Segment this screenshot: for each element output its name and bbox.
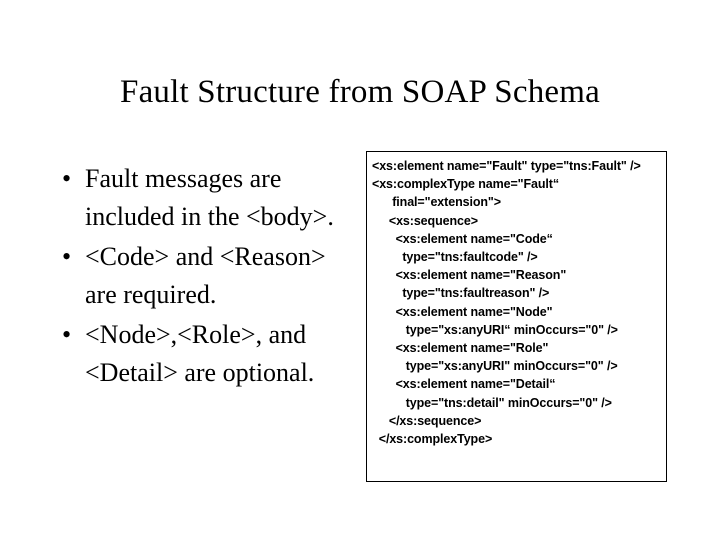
list-item: • <Node>,<Role>, and <Detail> are option…	[57, 316, 357, 392]
code-line: type="xs:anyURI“ minOccurs="0" />	[372, 322, 618, 337]
bullet-marker-icon: •	[62, 164, 72, 193]
list-item-label: Fault messages are included in the <body…	[85, 164, 334, 231]
bullet-list: • Fault messages are included in the <bo…	[57, 160, 357, 394]
code-line: <xs:element name="Code“	[372, 231, 553, 246]
code-line: <xs:sequence>	[372, 213, 478, 228]
code-line: <xs:element name="Reason"	[372, 268, 567, 283]
code-line: <xs:element name="Role"	[372, 341, 549, 356]
code-line: <xs:element name="Node"	[372, 304, 553, 319]
list-item: • <Code> and <Reason> are required.	[57, 238, 357, 314]
code-line: </xs:complexType>	[372, 432, 493, 447]
code-line: type="tns:faultcode" />	[372, 250, 538, 265]
code-line: type="tns:detail" minOccurs="0" />	[372, 395, 612, 410]
list-item-label: <Node>,<Role>, and <Detail> are optional…	[85, 320, 315, 387]
bullet-marker-icon: •	[62, 320, 72, 349]
bullet-marker-icon: •	[62, 242, 72, 271]
code-line: </xs:sequence>	[372, 413, 482, 428]
list-item-label: <Code> and <Reason> are required.	[85, 242, 326, 309]
code-line: <xs:element name="Fault" type="tns:Fault…	[372, 159, 641, 173]
code-line: type="tns:faultreason" />	[372, 286, 550, 301]
code-line: final="extension">	[372, 195, 501, 210]
code-line: <xs:element name="Detail“	[372, 377, 556, 392]
list-item: • Fault messages are included in the <bo…	[57, 160, 357, 236]
slide-title: Fault Structure from SOAP Schema	[120, 74, 600, 110]
schema-code-text: <xs:element name="Fault" type="tns:Fault…	[367, 152, 666, 448]
code-line: type="xs:anyURI" minOccurs="0" />	[372, 359, 618, 374]
code-line: <xs:complexType name="Fault“	[372, 177, 559, 192]
schema-code-box: <xs:element name="Fault" type="tns:Fault…	[366, 151, 667, 482]
